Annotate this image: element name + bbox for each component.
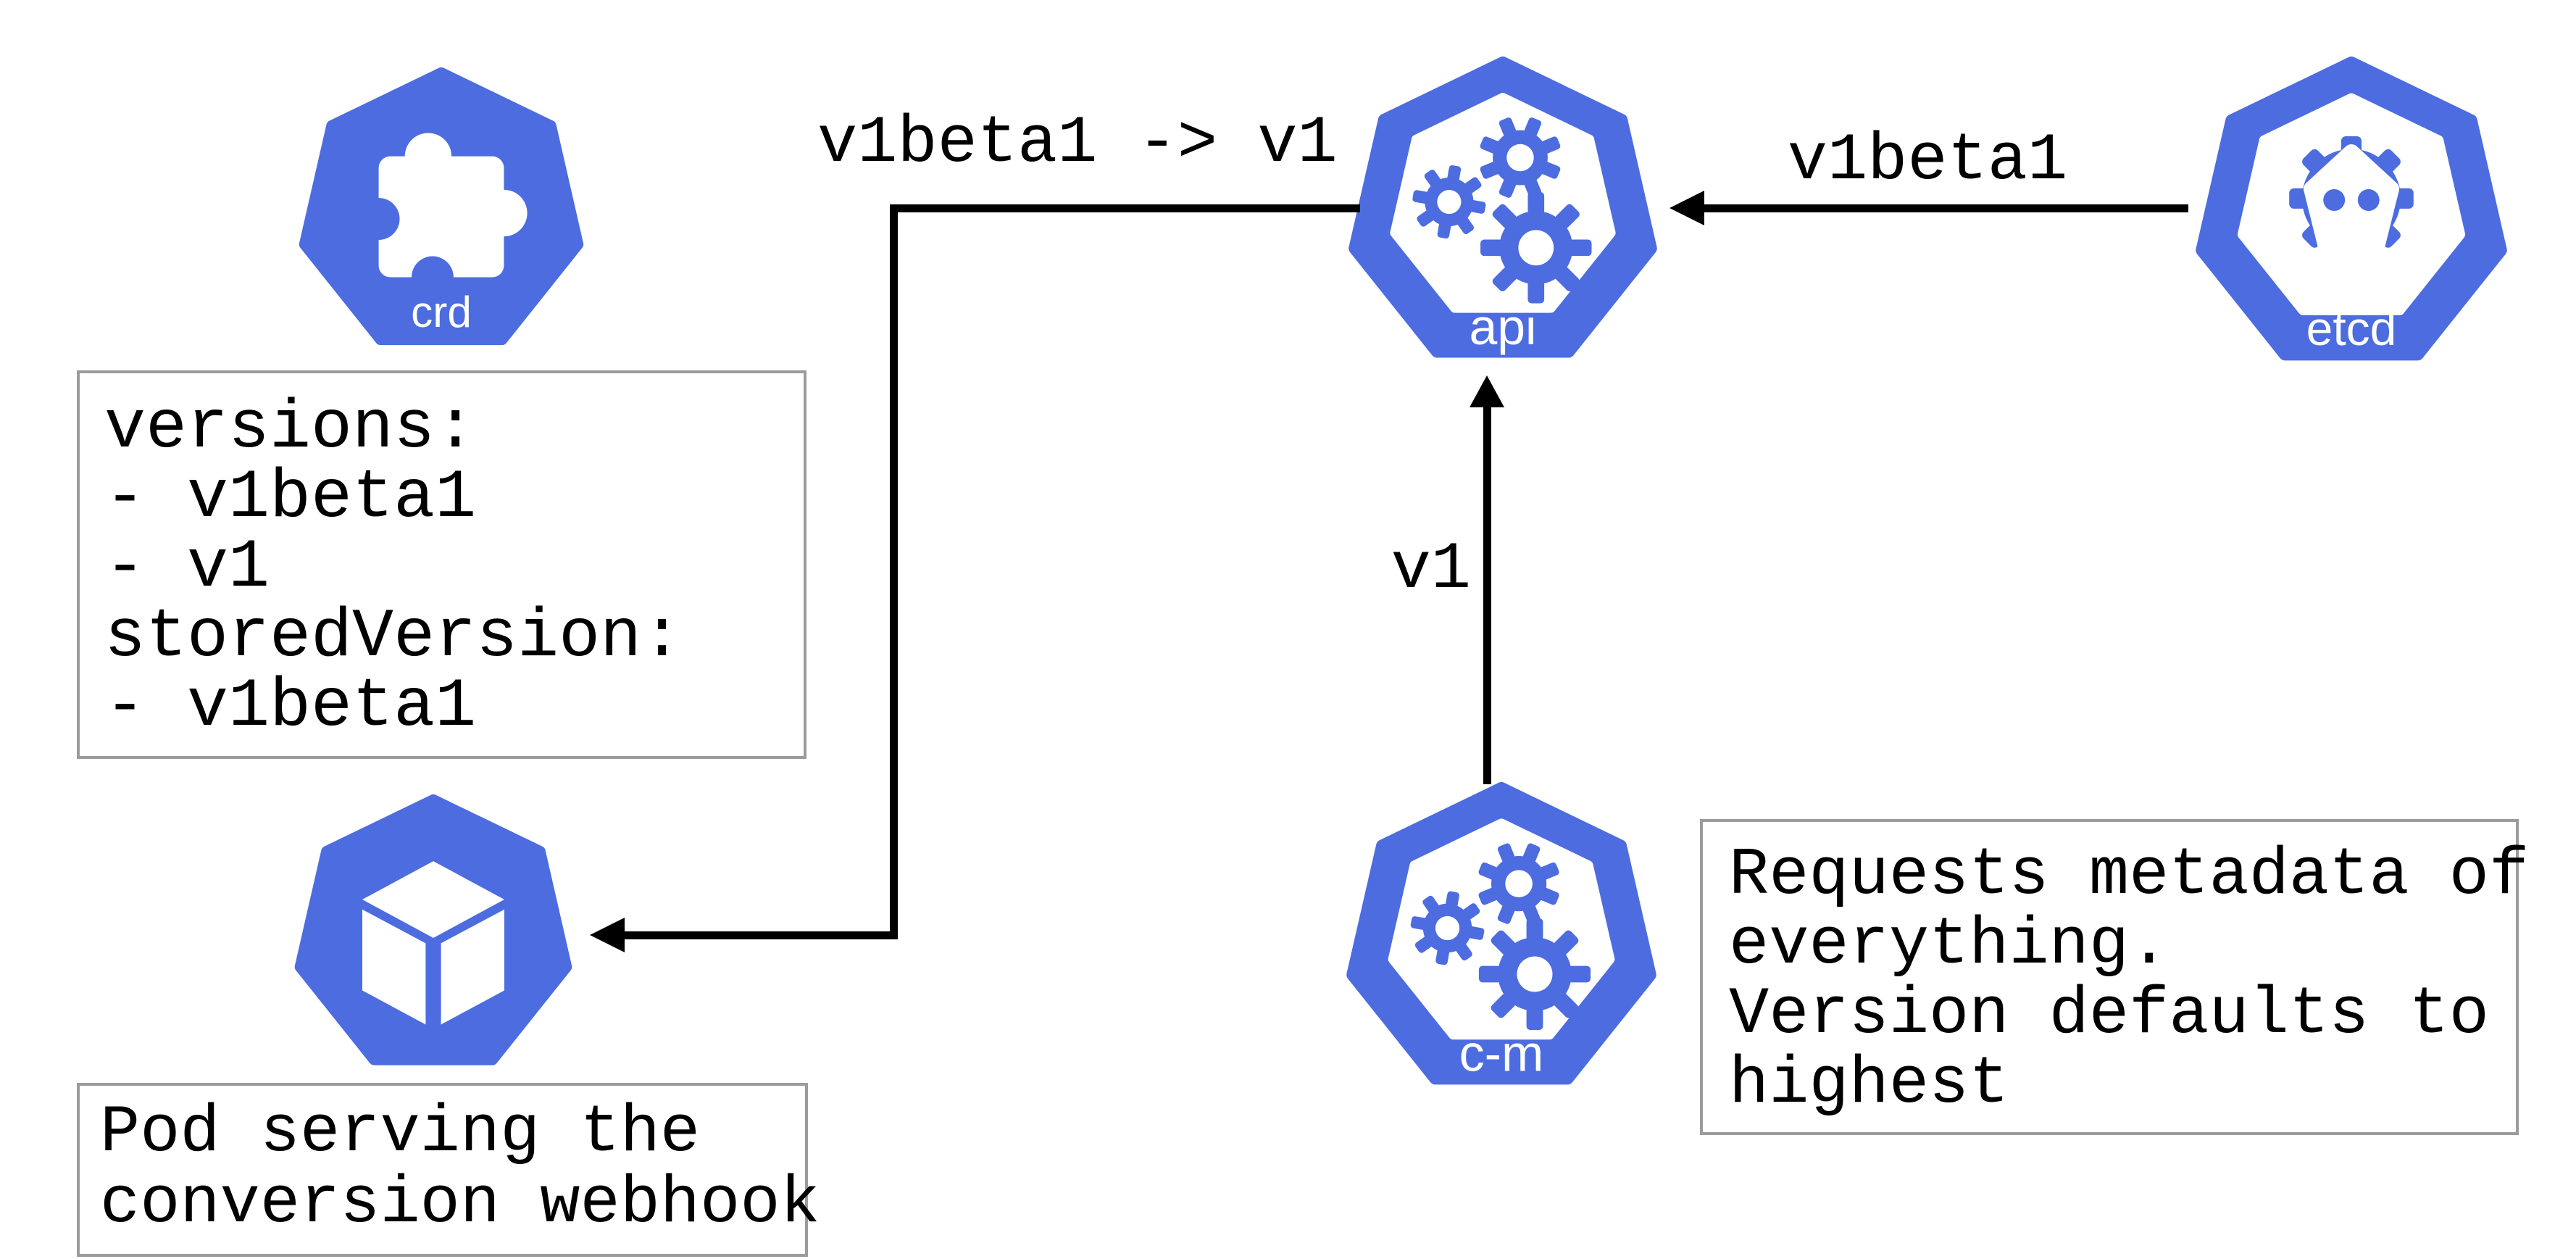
crd-icon: crd (296, 67, 587, 359)
box-line: conversion webhook (100, 1165, 820, 1242)
cm-edge-label: v1 (1391, 531, 1471, 607)
box-line: highest (1729, 1046, 2009, 1122)
etcd-robot-icon (2289, 136, 2414, 282)
gears-icon (1412, 117, 1592, 304)
api-icon-label: api (1469, 299, 1536, 355)
box-line: Requests metadata of (1729, 837, 2530, 913)
etcd-icon-label: etcd (2306, 302, 2397, 355)
api-heptagon: api (1349, 57, 1657, 358)
api-server-icon: api (1345, 57, 1661, 373)
edge-api-to-webhook-bottom-segment (625, 931, 898, 939)
edge-api-to-webhook-top-segment (890, 204, 1360, 212)
box-line: Version defaults to (1729, 976, 2489, 1052)
box-line: versions: (104, 389, 477, 468)
arrowhead-into-api-right-icon (1670, 191, 1704, 225)
etcd-edge-label: v1beta1 (1787, 122, 2068, 199)
webhook-pod-note-box: Pod serving the conversion webhook (77, 1083, 820, 1257)
cube-icon (362, 861, 504, 1025)
pod-heptagon (294, 794, 572, 1065)
crd-versions-box: versions: - v1beta1 - v1 storedVersion: … (77, 370, 806, 759)
edge-api-to-webhook-vertical-segment (890, 204, 898, 939)
arrowhead-into-api-bottom-icon (1470, 375, 1504, 407)
box-line: Pod serving the (100, 1094, 701, 1171)
edge-etcd-to-api-segment (1704, 204, 2188, 212)
puzzle-piece-icon (357, 133, 528, 299)
box-line: - v1 (104, 528, 270, 607)
edge-cm-to-api-segment (1483, 404, 1491, 784)
conversion-webhook-pod-icon (291, 794, 575, 1079)
crd-heptagon: crd (299, 67, 584, 346)
conversion-edge-label: v1beta1 -> v1 (817, 105, 1338, 181)
arrowhead-into-pod-icon (590, 918, 625, 952)
box-line: - v1beta1 (104, 459, 477, 537)
etcd-icon: etcd (2192, 57, 2511, 375)
controller-manager-note-box: Requests metadata of everything. Version… (1700, 819, 2530, 1135)
controller-manager-icon: c-m (1343, 782, 1660, 1100)
box-line: storedVersion: (104, 598, 683, 676)
cm-heptagon: c-m (1346, 782, 1656, 1085)
box-line: everything. (1729, 907, 2169, 983)
gears-icon (1410, 843, 1591, 1031)
crd-icon-label: crd (411, 287, 472, 336)
cm-icon-label: c-m (1459, 1026, 1544, 1082)
box-line: - v1beta1 (104, 668, 477, 746)
etcd-heptagon: etcd (2196, 57, 2507, 361)
